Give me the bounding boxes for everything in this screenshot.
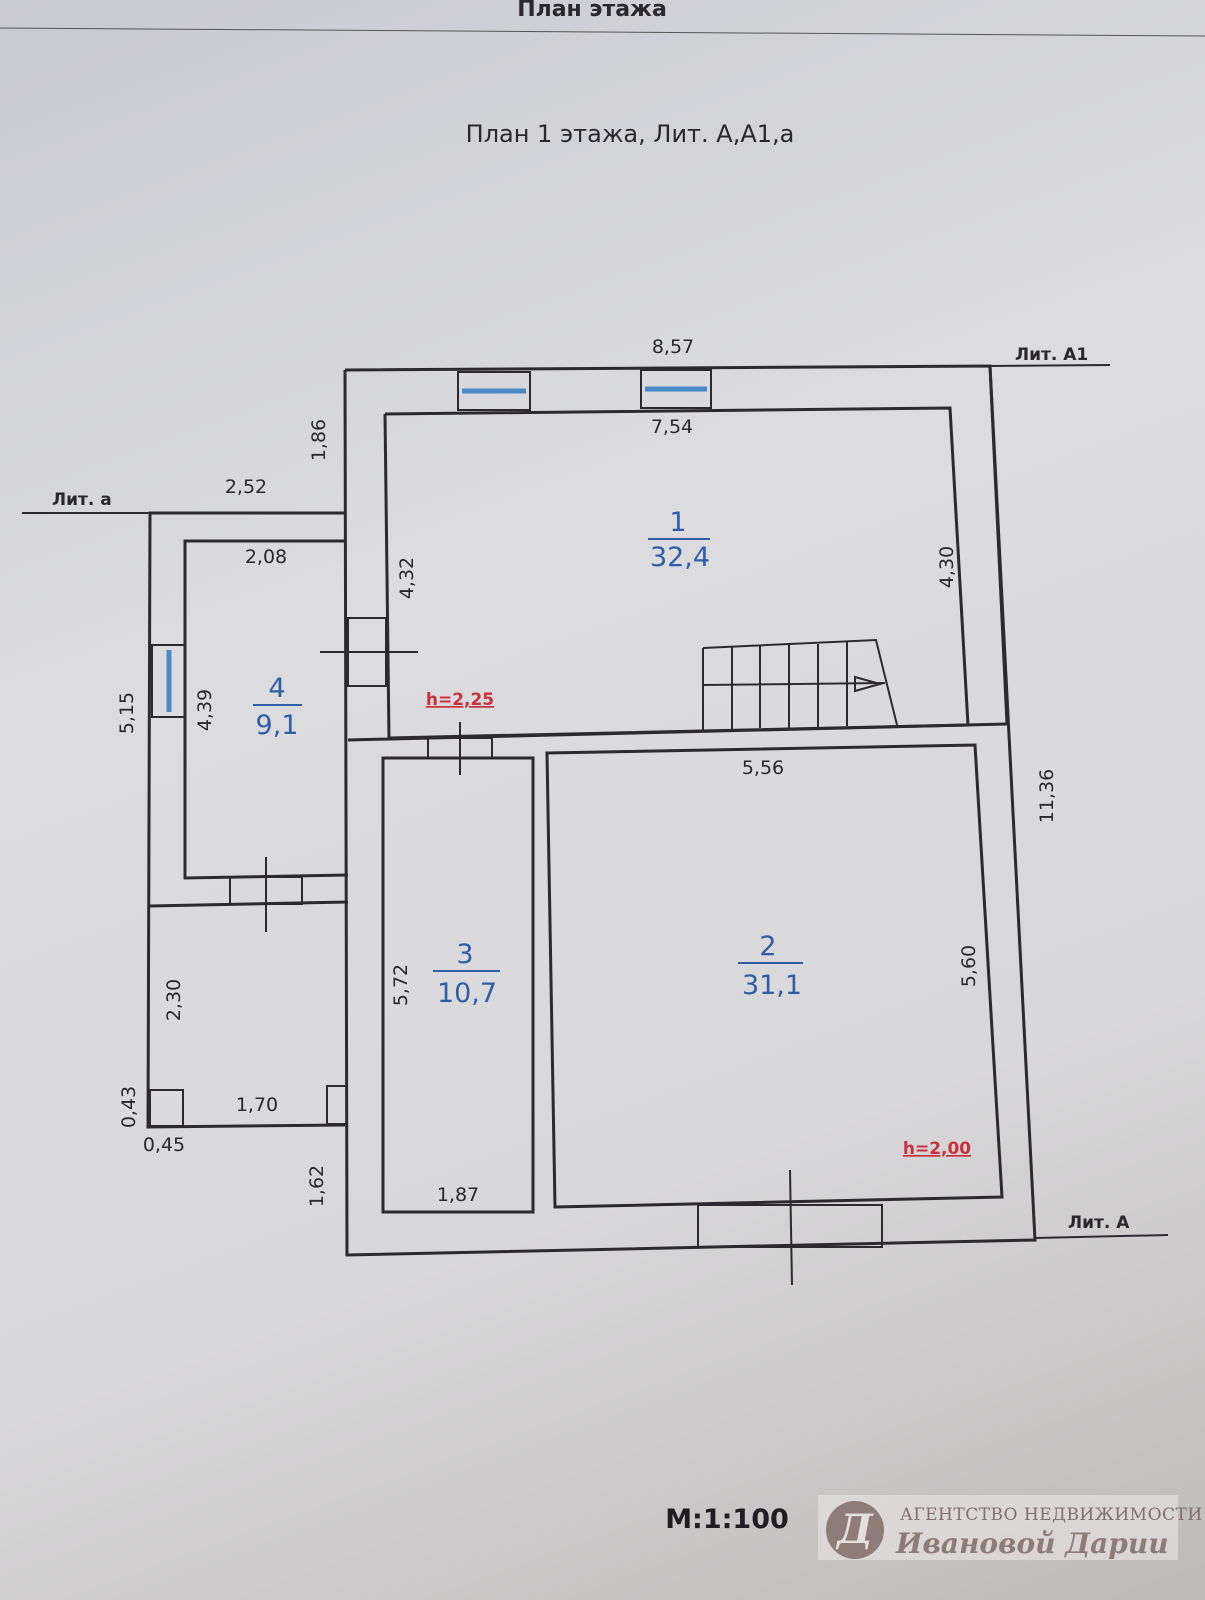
dim-556: 5,56 — [742, 757, 784, 779]
dim-572: 5,72 — [390, 964, 412, 1006]
dim-208: 2,08 — [245, 546, 287, 568]
plan-title: План 1 этажа, Лит. А,А1,а — [466, 120, 795, 148]
room-4-label: 4 9,1 — [253, 673, 302, 741]
dim-1136: 11,36 — [1036, 769, 1058, 823]
dim-162: 1,62 — [306, 1165, 328, 1207]
svg-text:32,4: 32,4 — [650, 542, 710, 573]
svg-text:4: 4 — [268, 673, 285, 704]
dim-top-inner: 7,54 — [651, 416, 693, 438]
dim-230: 2,30 — [163, 979, 185, 1021]
svg-text:2: 2 — [759, 931, 776, 962]
dim-515: 5,15 — [116, 692, 138, 734]
label-lit-a1: Лит. А1 — [1015, 345, 1088, 365]
scale-label: М:1:100 — [665, 1504, 789, 1535]
dim-439: 4,39 — [194, 689, 216, 731]
dim-170: 1,70 — [236, 1094, 278, 1116]
dim-560: 5,60 — [958, 945, 980, 987]
agency-logo-icon: Д — [826, 1501, 884, 1559]
dim-186: 1,86 — [308, 419, 330, 461]
agency-watermark: Д АГЕНТСТВО НЕДВИЖИМОСТИ Ивановой Дарии — [818, 1495, 1202, 1560]
watermark-line2: Ивановой Дарии — [896, 1527, 1169, 1560]
svg-text:1: 1 — [669, 507, 686, 538]
dim-187: 1,87 — [437, 1184, 479, 1206]
room-2-label: 2 31,1 — [738, 931, 803, 1001]
page-header: План этажа — [517, 0, 667, 22]
dimension-labels: 8,57 7,54 1,86 2,52 2,08 4,32 4,30 5,15 … — [116, 336, 1058, 1207]
dim-045: 0,45 — [143, 1134, 185, 1156]
stair-arrow-icon — [854, 675, 884, 693]
svg-text:10,7: 10,7 — [437, 978, 497, 1009]
dim-432: 4,32 — [396, 557, 418, 599]
watermark-line1: АГЕНТСТВО НЕДВИЖИМОСТИ — [900, 1505, 1203, 1525]
staircase — [702, 638, 898, 730]
walls — [22, 364, 1169, 1286]
room-3-label: 3 10,7 — [433, 939, 500, 1009]
height-label-1: h=2,25 — [426, 690, 494, 710]
dim-top-outer: 8,57 — [652, 336, 694, 358]
label-lit-a: Лит. А — [1068, 1213, 1130, 1233]
header-rule — [0, 27, 1205, 37]
dim-252: 2,52 — [225, 476, 267, 498]
svg-text:3: 3 — [456, 939, 473, 970]
svg-text:9,1: 9,1 — [256, 710, 299, 741]
height-label-2: h=2,00 — [903, 1139, 971, 1159]
label-lit-a-small: Лит. а — [52, 490, 112, 510]
room-1-label: 1 32,4 — [648, 507, 710, 573]
svg-text:31,1: 31,1 — [742, 970, 802, 1001]
dim-430: 4,30 — [936, 546, 958, 588]
dim-043: 0,43 — [118, 1086, 140, 1128]
